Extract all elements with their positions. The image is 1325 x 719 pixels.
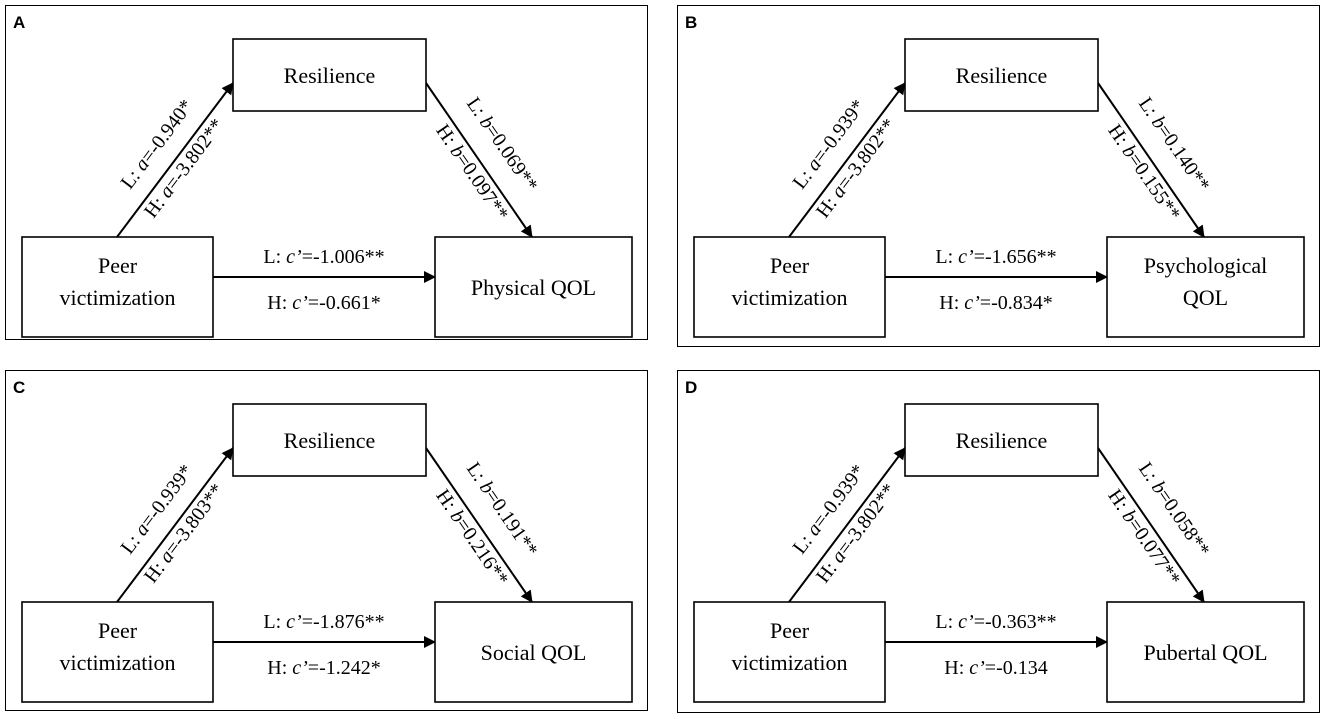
outcome-box [1106,601,1305,703]
predictor-box [21,601,214,703]
path-c-low-label-value: =-0.363** [974,611,1057,633]
predictor-label: victimization [59,285,175,310]
mediator-box [904,38,1099,112]
path-c-high-label: H: c’=-0.134 [944,657,1048,679]
path-c-high-label: H: c’=-0.834* [939,292,1053,314]
path-c-low-label-value: =-1.876** [302,611,385,633]
path-c-low-label-group: L: [935,246,958,268]
outcome-label: Pubertal QOL [1143,640,1267,665]
path-c-high-label-symbol: c’ [292,657,308,679]
path-c-high-label-group: H: [944,657,969,679]
outcome-label: Psychological [1144,253,1267,278]
mediator-label: Resilience [956,63,1048,88]
path-c-low-label-group: L: [263,611,286,633]
panel-letter: A [13,13,26,32]
path-c-low-label-group: L: [263,246,286,268]
outcome-box [434,601,633,703]
mediator-label: Resilience [284,428,376,453]
outcome-label: QOL [1183,285,1228,310]
panel-letter: C [13,378,26,397]
path-c-low-label: L: c’=-0.363** [935,611,1056,633]
panel-c [5,370,648,711]
path-b-arrow [425,447,533,603]
path-c-high-label-group: H: [267,292,292,314]
path-b-arrow [425,82,533,238]
predictor-label: Peer [770,618,810,643]
path-a-arrow [788,82,906,238]
path-a-arrow [788,447,906,603]
predictor-label: Peer [770,253,810,278]
path-c-high-label: H: c’=-1.242* [267,657,381,679]
panel-b [677,5,1320,347]
path-c-high-label-symbol: c’ [292,292,308,314]
predictor-box [693,236,886,338]
path-c-high-label-symbol: c’ [969,657,985,679]
path-c-low-label-value: =-1.006** [302,246,385,268]
predictor-label: victimization [59,650,175,675]
outcome-label: Physical QOL [471,275,596,300]
panel-d [677,370,1320,713]
path-c-low-label: L: c’=-1.656** [935,246,1056,268]
path-c-low-label-symbol: c’ [286,611,302,633]
path-c-high-label-value: =-0.134 [985,657,1048,679]
path-c-low-label-symbol: c’ [958,246,974,268]
mediator-box [232,403,427,477]
panel-letter: B [685,13,698,32]
predictor-label: Peer [98,253,138,278]
panel-letter: D [685,378,698,397]
path-c-high-label: H: c’=-0.661* [267,292,381,314]
mediator-box [232,38,427,112]
path-c-low-label-value: =-1.656** [974,246,1057,268]
path-c-high-label-value: =-0.661* [308,292,381,314]
outcome-box [434,236,633,338]
path-c-high-label-symbol: c’ [964,292,980,314]
path-a-arrow [116,447,234,603]
path-b-arrow [1097,447,1205,603]
outcome-label: Social QOL [481,640,587,665]
predictor-label: victimization [731,650,847,675]
path-c-high-label-value: =-1.242* [308,657,381,679]
path-c-low-label-group: L: [935,611,958,633]
mediator-label: Resilience [284,63,376,88]
predictor-box [693,601,886,703]
outcome-box [1106,236,1305,338]
path-c-high-label-group: H: [267,657,292,679]
panel-a [5,5,648,340]
mediator-label: Resilience [956,428,1048,453]
path-c-high-label-group: H: [939,292,964,314]
predictor-box [21,236,214,338]
path-c-low-label-symbol: c’ [958,611,974,633]
path-c-high-label-value: =-0.834* [980,292,1053,314]
mediator-box [904,403,1099,477]
path-c-low-label-symbol: c’ [286,246,302,268]
path-c-low-label: L: c’=-1.006** [263,246,384,268]
path-c-low-label: L: c’=-1.876** [263,611,384,633]
predictor-label: victimization [731,285,847,310]
path-b-arrow [1097,82,1205,238]
path-a-arrow [116,82,234,238]
predictor-label: Peer [98,618,138,643]
